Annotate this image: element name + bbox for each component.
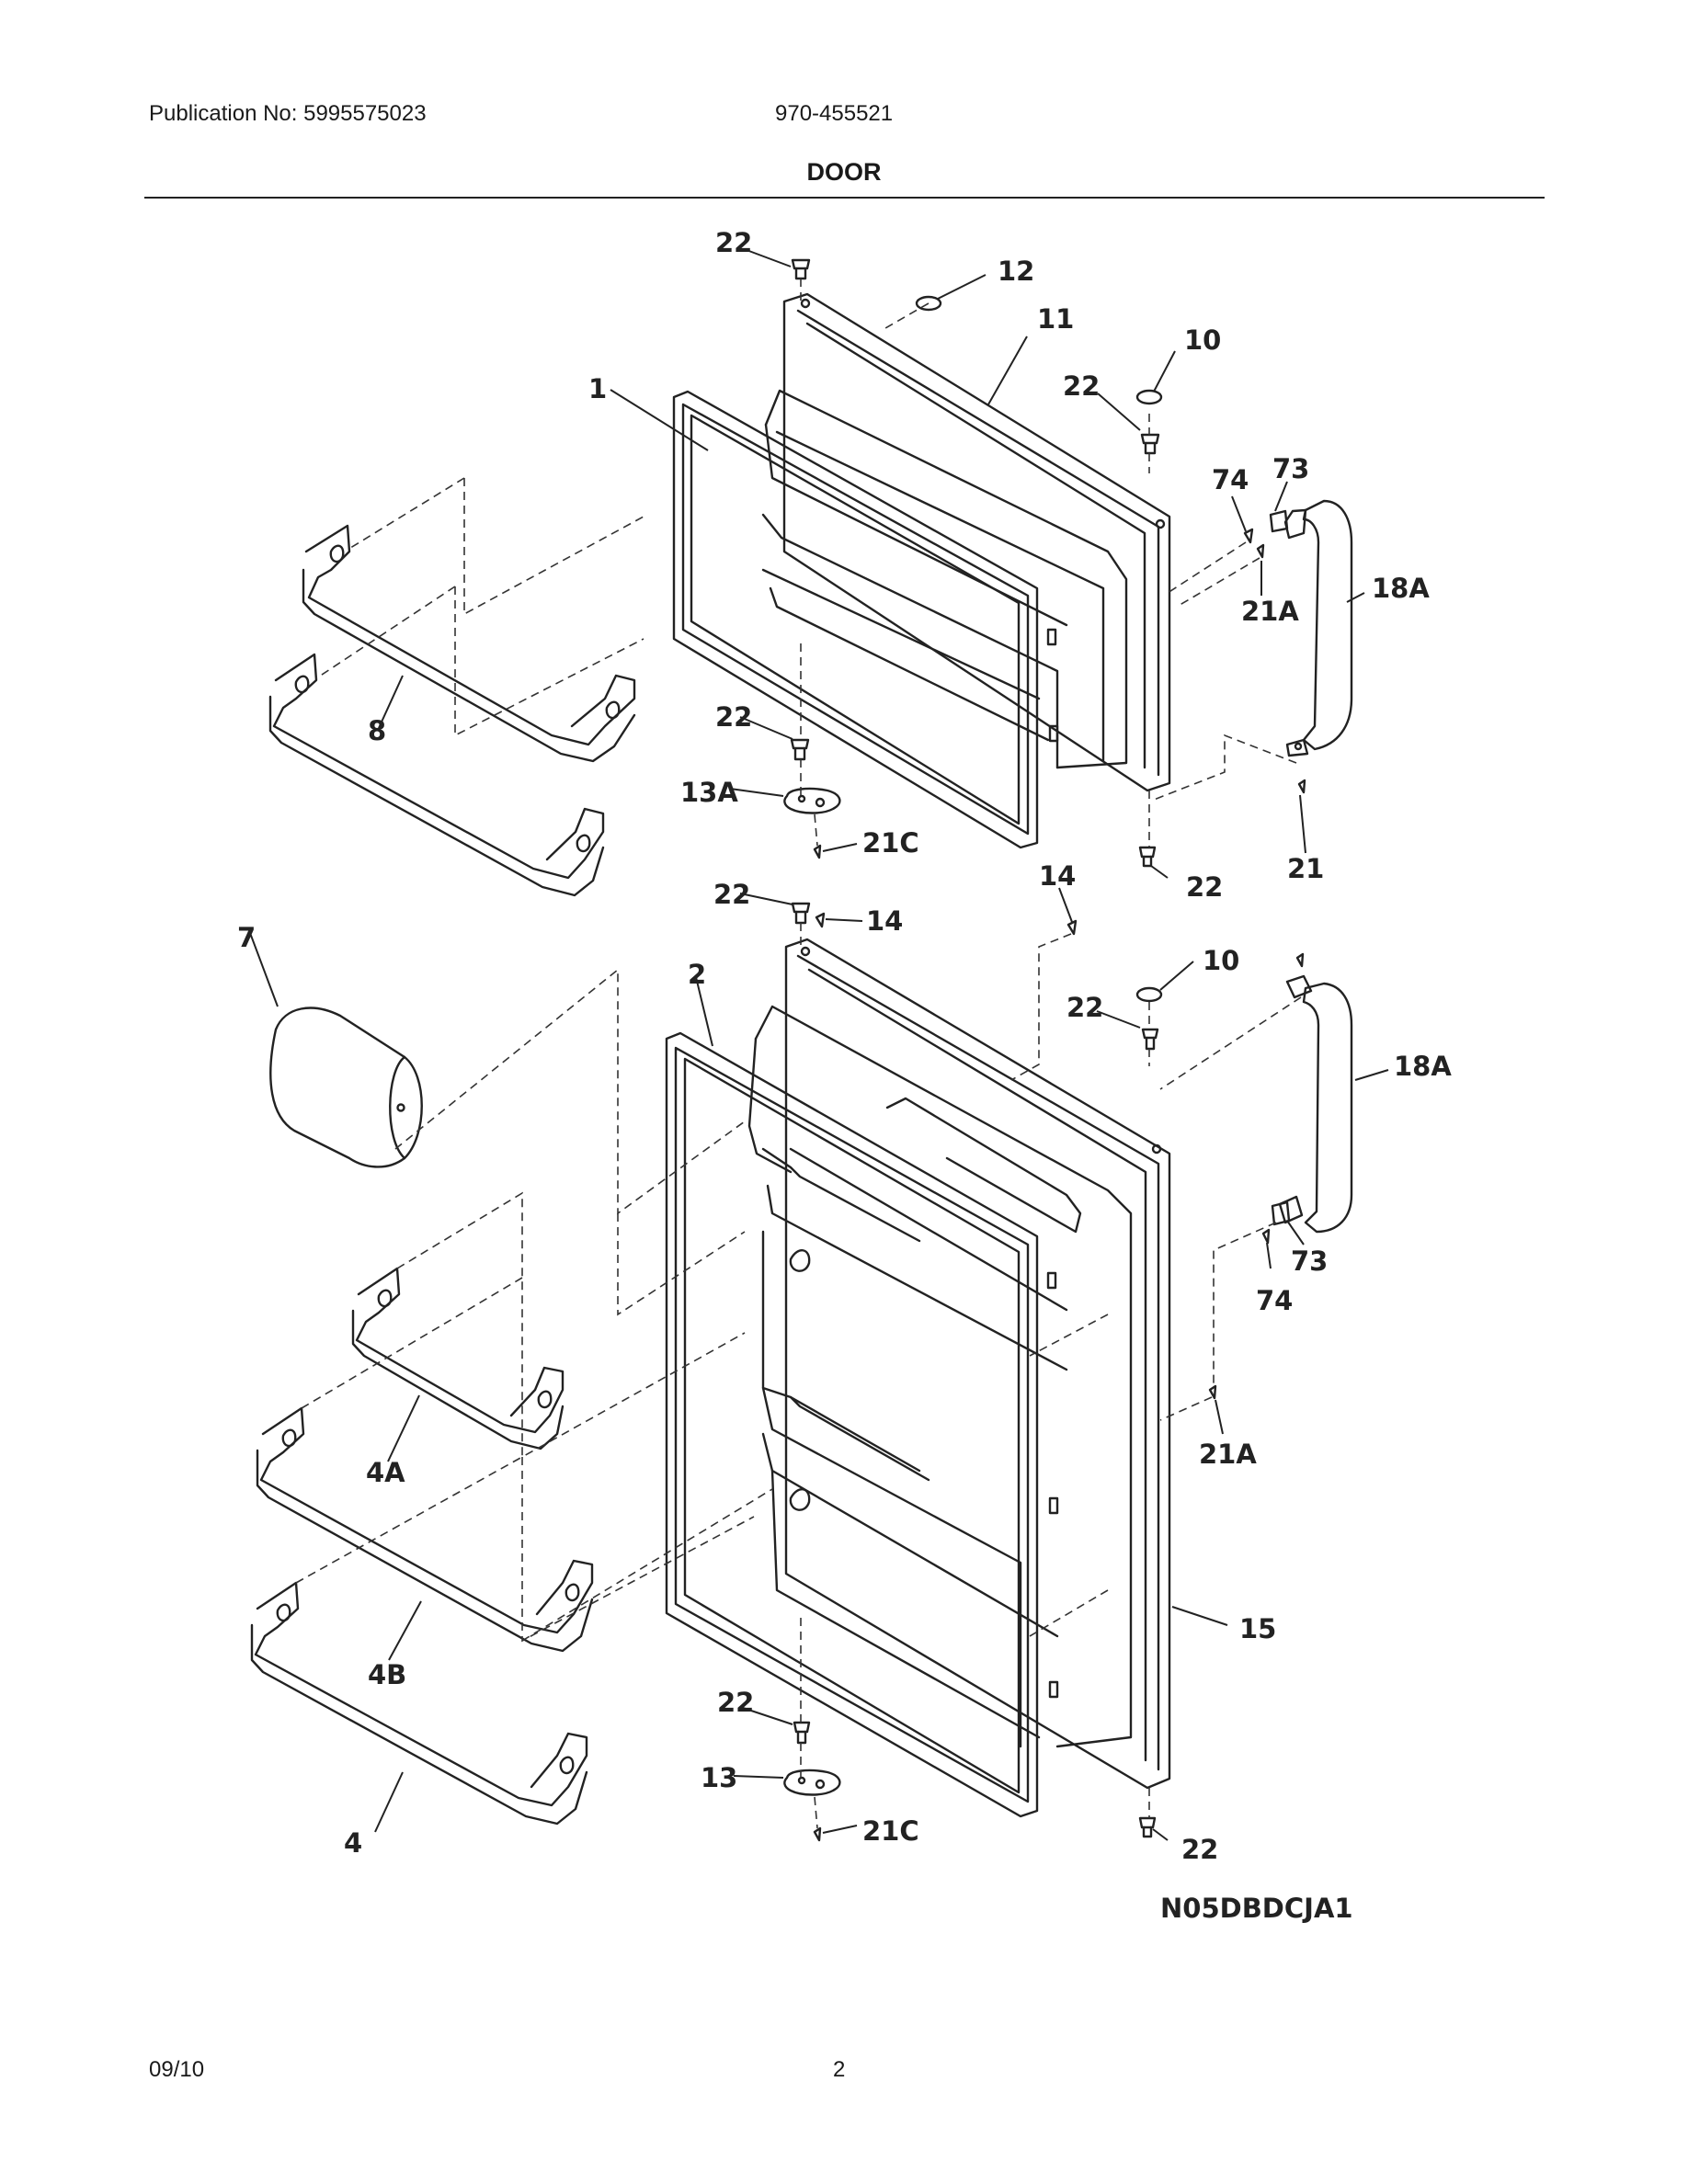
callout-1: 1 [588, 373, 607, 404]
callout-4: 4 [344, 1827, 362, 1859]
callout-10-upper: 10 [1184, 324, 1221, 356]
fresh-food-door-outer [747, 938, 1171, 1790]
callout-15: 15 [1239, 1613, 1276, 1644]
callout-21a-lower: 21A [1199, 1439, 1257, 1470]
callout-22-fresh-hinge: 22 [717, 1687, 754, 1718]
freezer-door-bin-lower [268, 653, 605, 897]
drawing-code: N05DBDCJA1 [1160, 1893, 1353, 1924]
plug-22-upper-right [1140, 433, 1160, 455]
callout-labels: 22 12 11 10 22 1 74 73 18A 21A 22 8 13A … [237, 227, 1452, 1865]
callout-73-lower: 73 [1291, 1246, 1328, 1277]
plug-22-fresh-top [791, 902, 811, 925]
freezer-door-bin-upper [302, 524, 636, 763]
callout-14-top: 14 [866, 905, 903, 937]
callout-11: 11 [1037, 303, 1074, 335]
callout-22-top: 22 [715, 227, 752, 258]
freezer-gasket [672, 390, 1039, 849]
cap-12 [915, 295, 942, 312]
screw-21c-upper [813, 844, 822, 859]
header-rule [144, 197, 1545, 199]
callout-2: 2 [688, 959, 706, 990]
stop-73-upper [1269, 509, 1289, 533]
screw-21a-lower [1208, 1384, 1217, 1400]
callout-22-upper-right: 22 [1063, 370, 1100, 402]
upper-hinge-13a [783, 787, 841, 814]
plug-22-freezer-corner [1138, 846, 1157, 868]
lower-hinge-13 [783, 1769, 841, 1796]
callout-13: 13 [701, 1762, 737, 1793]
screw-14-top [815, 912, 826, 928]
plug-22-fresh-corner [1138, 1816, 1157, 1838]
publication-number: Publication No: 5995575023 [149, 101, 427, 126]
cap-10-lower [1135, 986, 1163, 1003]
callout-22-freezer-hinge: 22 [715, 701, 752, 733]
callout-22-fresh-corner: 22 [1181, 1834, 1218, 1865]
door-shelf-4b [256, 1406, 594, 1653]
callout-7: 7 [237, 922, 256, 953]
callout-14-mid: 14 [1039, 860, 1076, 892]
screw-21-upper [1297, 779, 1306, 794]
screw-74-upper [1243, 528, 1254, 544]
fresh-food-handle [1278, 974, 1353, 1234]
screw-74-lower [1261, 1228, 1271, 1245]
callout-4b: 4B [368, 1659, 406, 1690]
callout-18a-upper: 18A [1372, 573, 1430, 604]
callout-10-lower: 10 [1203, 945, 1239, 976]
callout-8: 8 [368, 715, 386, 746]
callout-22-fresh-right: 22 [1066, 992, 1103, 1023]
screw-21c-lower [813, 1826, 822, 1842]
freezer-handle [1283, 499, 1353, 757]
stop-73-lower [1271, 1200, 1291, 1226]
cap-10-upper [1135, 389, 1163, 405]
door-shelf-4a [351, 1267, 565, 1450]
screw-21a-upper [1256, 543, 1265, 559]
callout-12: 12 [998, 256, 1034, 287]
freezer-door-outer [761, 292, 1171, 792]
callout-21c-upper: 21C [862, 827, 919, 859]
plug-22-top [791, 258, 811, 280]
plug-22-freezer-bottom [790, 738, 810, 761]
callout-74-lower: 74 [1256, 1285, 1293, 1316]
fresh-food-gasket [665, 1031, 1039, 1818]
callout-21: 21 [1287, 853, 1324, 884]
callout-13a: 13A [680, 777, 738, 808]
plug-22-fresh-bottom [793, 1721, 811, 1745]
callout-21a-upper: 21A [1241, 596, 1299, 627]
callout-21c-lower: 21C [862, 1815, 919, 1847]
footer-page-number: 2 [833, 2057, 846, 2082]
section-title: DOOR [806, 158, 882, 186]
plug-22-fresh-right [1141, 1028, 1159, 1051]
door-shelf-4 [250, 1581, 588, 1826]
footer-date: 09/10 [149, 2057, 205, 2082]
screw-21-lower [1295, 952, 1305, 968]
callout-4a: 4A [366, 1457, 405, 1488]
callout-22-fresh-top: 22 [713, 879, 750, 910]
callout-18a-lower: 18A [1394, 1051, 1452, 1082]
callout-22-freezer-corner: 22 [1186, 871, 1223, 903]
model-code: 970-455521 [775, 101, 894, 126]
callout-73-upper: 73 [1272, 453, 1309, 484]
dairy-bin [269, 1007, 423, 1168]
callout-74-upper: 74 [1212, 464, 1249, 495]
screw-14-mid [1066, 919, 1078, 936]
